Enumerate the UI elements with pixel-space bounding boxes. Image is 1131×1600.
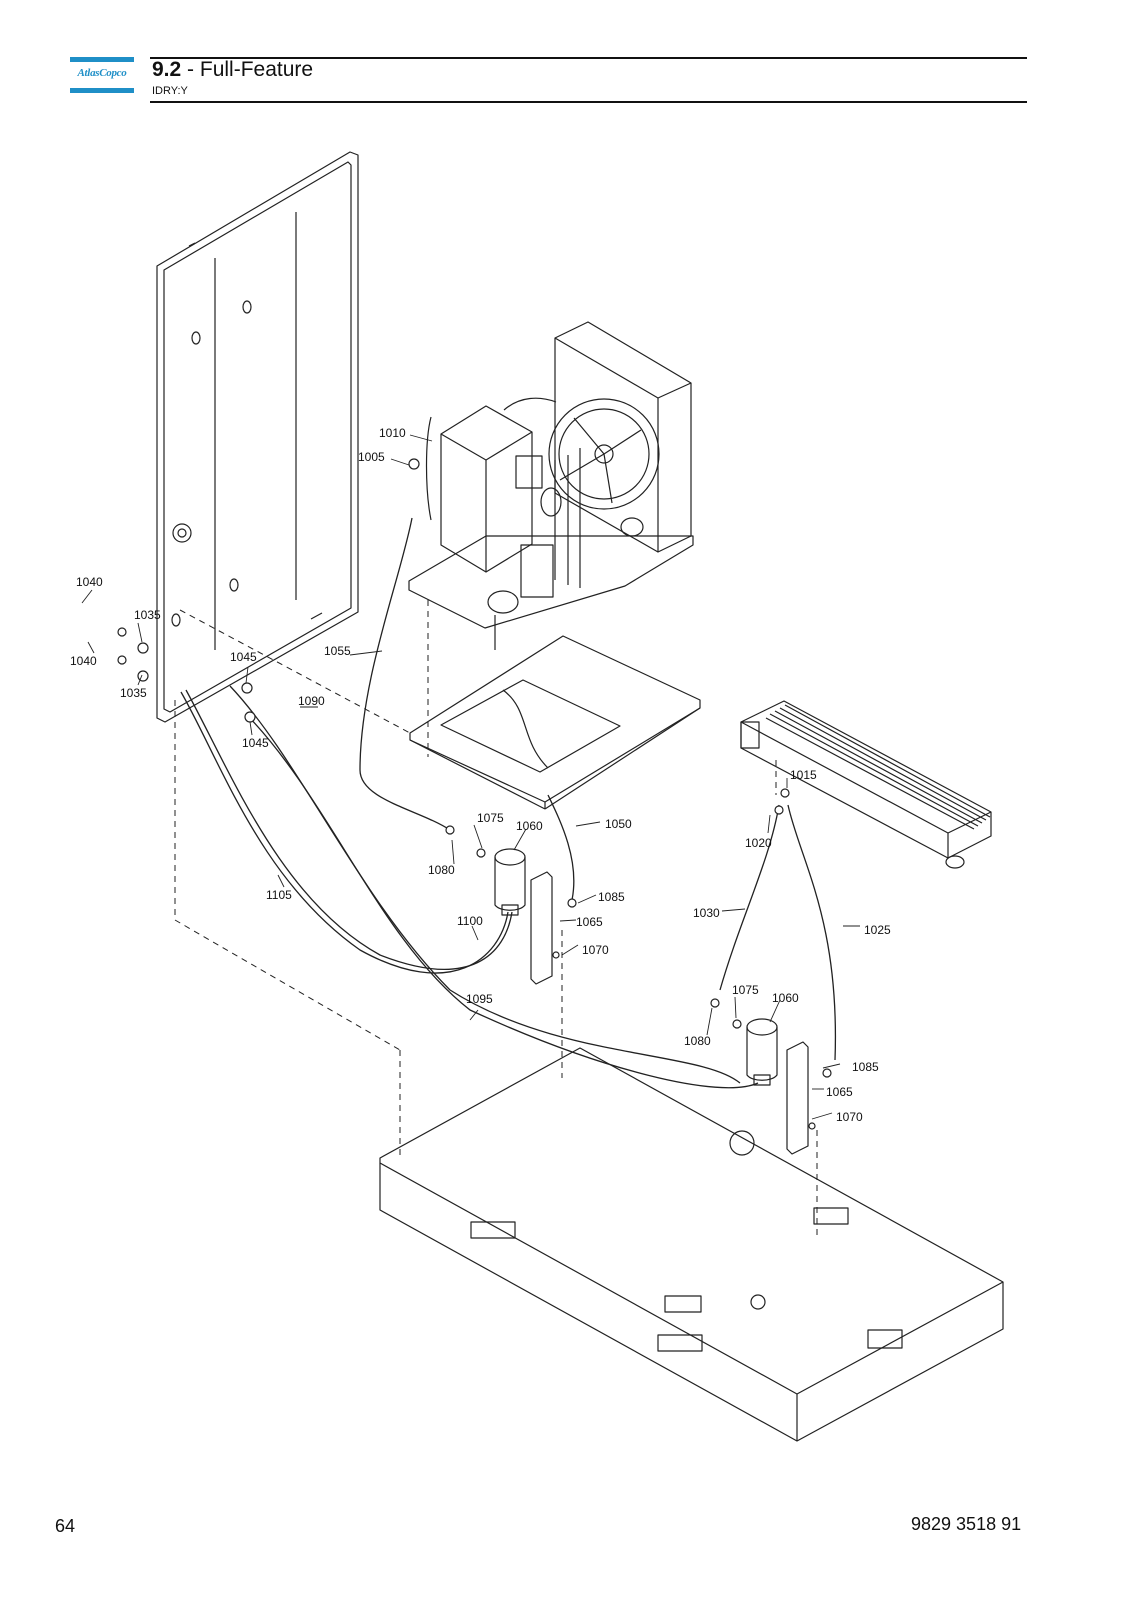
page-title: 9.2 - Full-Feature bbox=[152, 58, 313, 82]
callout-1020: 1020 bbox=[745, 836, 772, 850]
page-number: 64 bbox=[55, 1516, 76, 1536]
callout-1025: 1025 bbox=[864, 923, 891, 937]
callout-1060-left: 1060 bbox=[516, 819, 543, 833]
callout-1075-left: 1075 bbox=[477, 811, 504, 825]
title-separator: - bbox=[181, 58, 200, 81]
callout-1095: 1095 bbox=[466, 992, 493, 1006]
callout-1040-bottom: 1040 bbox=[70, 654, 97, 668]
callout-1070-left: 1070 bbox=[582, 943, 609, 957]
callout-1100: 1100 bbox=[457, 914, 483, 928]
callout-1035-top: 1035 bbox=[134, 608, 161, 622]
section-number: 9.2 bbox=[152, 58, 182, 81]
callout-1105: 1105 bbox=[266, 888, 292, 902]
hoses bbox=[180, 517, 837, 1089]
callout-1065-left: 1065 bbox=[576, 915, 603, 929]
callout-1085-right: 1085 bbox=[852, 1060, 879, 1074]
heat-exchanger bbox=[740, 700, 992, 869]
callout-1055: 1055 bbox=[324, 644, 351, 658]
callout-1080-right: 1080 bbox=[684, 1034, 711, 1048]
assembly-guide-lines bbox=[174, 600, 818, 1240]
callout-1060-right: 1060 bbox=[772, 991, 799, 1005]
refrigeration-unit bbox=[408, 321, 694, 650]
leader-lines bbox=[81, 434, 860, 1120]
callout-1010: 1010 bbox=[379, 426, 406, 440]
callout-1045-bottom: 1045 bbox=[242, 736, 269, 750]
header-rule-top bbox=[150, 57, 1027, 59]
callout-1065-right: 1065 bbox=[826, 1085, 853, 1099]
callout-1075-right: 1075 bbox=[732, 983, 759, 997]
mounting-plate bbox=[409, 635, 701, 810]
document-number: 9829 3518 91 bbox=[911, 1514, 1022, 1534]
bracket-left bbox=[530, 871, 553, 985]
callout-1035-bottom: 1035 bbox=[120, 686, 147, 700]
filter-separator-left bbox=[494, 848, 526, 916]
side-panel bbox=[156, 151, 359, 723]
callout-1040-top: 1040 bbox=[76, 575, 103, 589]
callout-1015: 1015 bbox=[790, 768, 817, 782]
callout-1080-left: 1080 bbox=[428, 863, 455, 877]
callout-1090: 1090 bbox=[298, 694, 325, 708]
callout-1005: 1005 bbox=[358, 450, 385, 464]
callout-labels: 1010 1005 1040 1035 1040 1035 1045 1045 … bbox=[70, 426, 891, 1124]
callout-1045-top: 1045 bbox=[230, 650, 257, 664]
bracket-right bbox=[786, 1041, 809, 1155]
atlas-copco-logo: AtlasCopco bbox=[70, 57, 134, 94]
callout-1070-right: 1070 bbox=[836, 1110, 863, 1124]
logo-wordmark: AtlasCopco bbox=[77, 67, 127, 79]
page-subtitle: IDRY:Y bbox=[152, 85, 188, 97]
section-title: Full-Feature bbox=[199, 58, 314, 81]
callout-1030: 1030 bbox=[693, 906, 720, 920]
base-frame bbox=[379, 1047, 1004, 1442]
callout-1050: 1050 bbox=[605, 817, 632, 831]
filter-separator-right bbox=[746, 1018, 778, 1086]
header-rule-bottom bbox=[150, 101, 1027, 103]
fittings bbox=[117, 458, 832, 1130]
callout-1085-left: 1085 bbox=[598, 890, 625, 904]
